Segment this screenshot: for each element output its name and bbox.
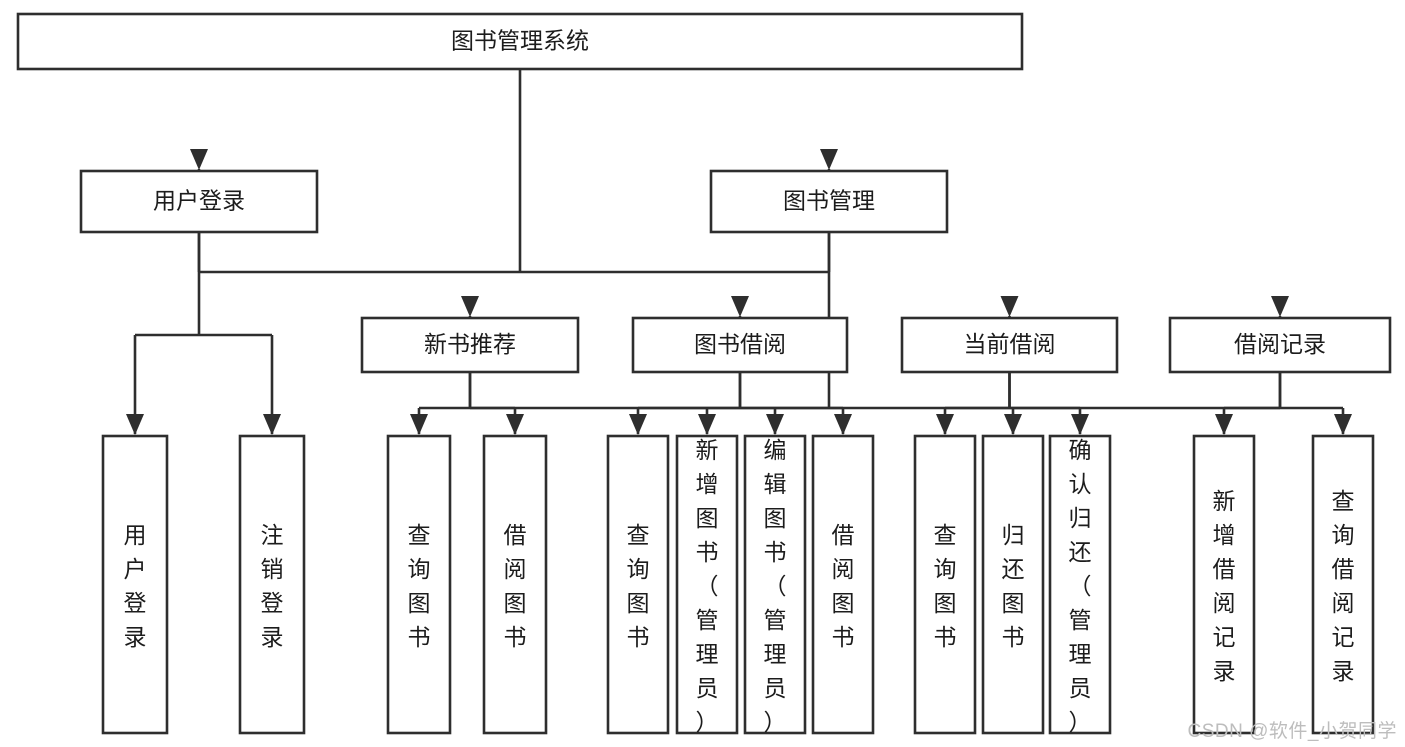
node-label-leaf-confirm-return-admin: 确认归还（管理员） xyxy=(1069,437,1092,735)
arrow-head-icon-leaf-return-book xyxy=(1004,414,1022,435)
node-label-user-login: 用户登录 xyxy=(153,188,245,214)
arrow-head-icon-leaf-query-book-current xyxy=(936,414,954,435)
node-label-leaf-query-book-recommend: 查询图书 xyxy=(408,522,431,650)
node-label-leaf-edit-book-admin: 编辑图书（管理员） xyxy=(764,437,787,735)
node-borrow-record[interactable]: 借阅记录 xyxy=(1168,316,1392,374)
node-label-leaf-return-book: 归还图书 xyxy=(1002,522,1025,650)
node-label-leaf-borrow-book: 借阅图书 xyxy=(832,522,855,650)
arrow-head-icon-leaf-edit-book-admin xyxy=(766,414,784,435)
node-label-leaf-add-borrow-record: 新增借阅记录 xyxy=(1213,488,1236,684)
node-label-leaf-add-book-admin: 新增图书（管理员） xyxy=(696,437,719,735)
arrow-head-icon-book-borrow xyxy=(731,296,749,317)
arrow-head-icon-leaf-confirm-return-admin xyxy=(1071,414,1089,435)
connectors-layer xyxy=(126,69,1352,435)
node-box-borrow-record[interactable] xyxy=(1168,316,1392,374)
node-box-leaf-return-book[interactable] xyxy=(981,434,1045,735)
arrow-head-icon-new-book-recommend xyxy=(461,296,479,317)
node-label-book-borrow: 图书借阅 xyxy=(694,331,786,357)
node-new-book-recommend[interactable]: 新书推荐 xyxy=(360,316,580,374)
node-box-leaf-edit-book-admin[interactable] xyxy=(743,434,807,735)
node-label-leaf-query-book-borrow: 查询图书 xyxy=(627,522,650,650)
node-box-leaf-query-book-current[interactable] xyxy=(913,434,977,735)
node-leaf-borrow-book-recommend[interactable]: 借阅图书 xyxy=(482,434,548,735)
node-label-borrow-record: 借阅记录 xyxy=(1234,331,1326,357)
node-label-book-manage: 图书管理 xyxy=(783,188,875,214)
arrow-head-icon-user-login xyxy=(190,149,208,170)
node-leaf-query-book-recommend[interactable]: 查询图书 xyxy=(386,434,452,735)
node-box-leaf-user-logout[interactable] xyxy=(238,434,306,735)
node-label-root: 图书管理系统 xyxy=(451,28,589,54)
node-box-book-manage[interactable] xyxy=(709,169,949,234)
node-label-leaf-user-login: 用户登录 xyxy=(124,522,147,650)
node-box-current-borrow[interactable] xyxy=(900,316,1119,374)
node-book-manage[interactable]: 图书管理 xyxy=(709,169,949,234)
arrow-head-icon-leaf-borrow-book xyxy=(834,414,852,435)
node-current-borrow[interactable]: 当前借阅 xyxy=(900,316,1119,374)
node-box-leaf-query-borrow-record[interactable] xyxy=(1311,434,1375,735)
node-leaf-edit-book-admin[interactable]: 编辑图书（管理员） xyxy=(743,434,807,735)
arrow-head-icon-leaf-borrow-book-recommend xyxy=(506,414,524,435)
node-box-leaf-add-book-admin[interactable] xyxy=(675,434,739,735)
node-label-new-book-recommend: 新书推荐 xyxy=(424,331,516,357)
node-box-leaf-borrow-book[interactable] xyxy=(811,434,875,735)
node-leaf-confirm-return-admin[interactable]: 确认归还（管理员） xyxy=(1048,434,1112,735)
arrow-head-icon-leaf-user-logout xyxy=(263,414,281,435)
node-leaf-user-logout[interactable]: 注销登录 xyxy=(238,434,306,735)
node-box-root[interactable] xyxy=(16,12,1024,71)
node-leaf-add-book-admin[interactable]: 新增图书（管理员） xyxy=(675,434,739,735)
node-leaf-query-book-current[interactable]: 查询图书 xyxy=(913,434,977,735)
arrow-head-icon-leaf-query-book-borrow xyxy=(629,414,647,435)
node-leaf-borrow-book[interactable]: 借阅图书 xyxy=(811,434,875,735)
arrow-head-icon-current-borrow xyxy=(1000,296,1019,317)
arrow-head-icon-borrow-record xyxy=(1271,296,1289,317)
node-root[interactable]: 图书管理系统 xyxy=(16,12,1024,71)
node-book-borrow[interactable]: 图书借阅 xyxy=(631,316,849,374)
node-label-leaf-borrow-book-recommend: 借阅图书 xyxy=(504,522,527,650)
node-box-leaf-add-borrow-record[interactable] xyxy=(1192,434,1256,735)
node-label-leaf-user-logout: 注销登录 xyxy=(261,522,284,650)
nodes-layer: 图书管理系统用户登录图书管理新书推荐图书借阅当前借阅借阅记录用户登录注销登录查询… xyxy=(16,12,1392,735)
node-box-user-login[interactable] xyxy=(79,169,319,234)
node-box-leaf-borrow-book-recommend[interactable] xyxy=(482,434,548,735)
node-leaf-query-borrow-record[interactable]: 查询借阅记录 xyxy=(1311,434,1375,735)
arrow-head-icon-leaf-query-book-recommend xyxy=(410,414,428,435)
node-box-leaf-query-book-recommend[interactable] xyxy=(386,434,452,735)
arrow-head-icon-leaf-user-login xyxy=(126,414,144,435)
node-label-current-borrow: 当前借阅 xyxy=(964,331,1056,357)
node-leaf-add-borrow-record[interactable]: 新增借阅记录 xyxy=(1192,434,1256,735)
node-leaf-return-book[interactable]: 归还图书 xyxy=(981,434,1045,735)
node-label-leaf-query-borrow-record: 查询借阅记录 xyxy=(1332,488,1355,684)
node-label-leaf-query-book-current: 查询图书 xyxy=(934,522,957,650)
arrow-head-icon-leaf-add-book-admin xyxy=(698,414,716,435)
node-box-leaf-confirm-return-admin[interactable] xyxy=(1048,434,1112,735)
node-box-book-borrow[interactable] xyxy=(631,316,849,374)
node-box-new-book-recommend[interactable] xyxy=(360,316,580,374)
node-box-leaf-user-login[interactable] xyxy=(101,434,169,735)
node-leaf-query-book-borrow[interactable]: 查询图书 xyxy=(606,434,670,735)
arrow-head-icon-book-manage xyxy=(820,149,838,170)
node-leaf-user-login[interactable]: 用户登录 xyxy=(101,434,169,735)
arrow-head-icon-leaf-add-borrow-record xyxy=(1215,414,1233,435)
node-box-leaf-query-book-borrow[interactable] xyxy=(606,434,670,735)
arrow-head-icon-leaf-query-borrow-record xyxy=(1334,414,1352,435)
node-user-login[interactable]: 用户登录 xyxy=(79,169,319,234)
